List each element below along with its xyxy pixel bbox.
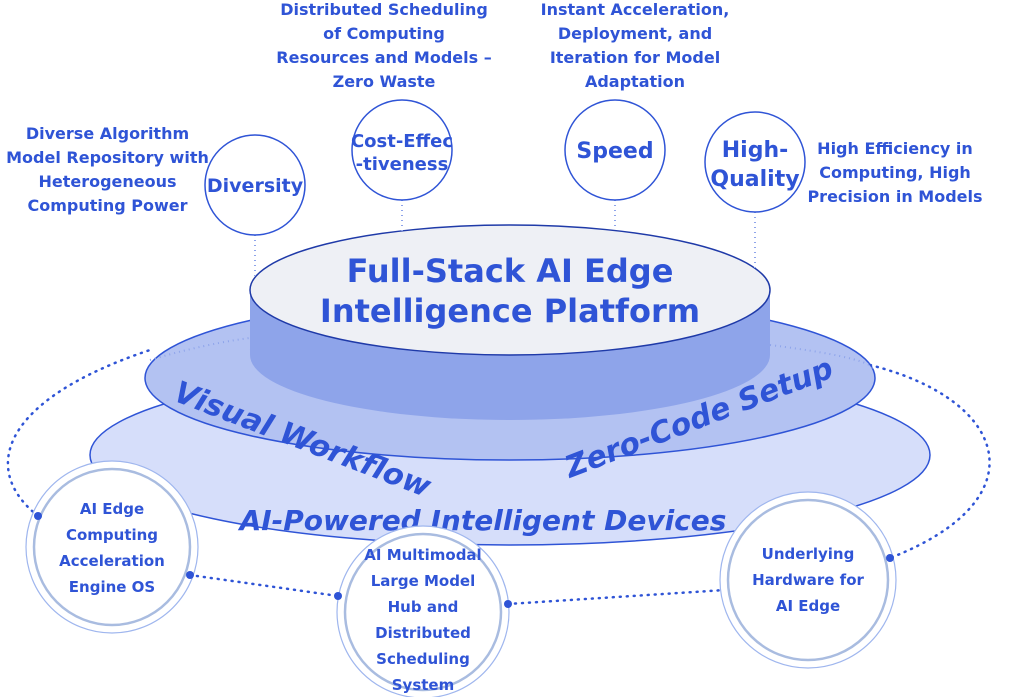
high-quality-description: High Efficiency in Computing, High Preci… <box>807 139 983 206</box>
cost-effectiveness-circle <box>351 99 453 201</box>
high-quality-label-line2: Quality <box>710 167 799 192</box>
foundation-engine-os: AI Edge Computing Acceleration Engine OS <box>59 499 165 596</box>
ai-powered-devices-label: AI-Powered Intelligent Devices <box>238 504 727 537</box>
diversity-circle <box>204 134 306 236</box>
cost-effectiveness-description: Distributed Scheduling of Computing Reso… <box>276 0 492 91</box>
speed-label: Speed <box>576 139 653 164</box>
diversity-label: Diversity <box>207 175 304 197</box>
connector-dots <box>34 512 894 608</box>
dotted-ring <box>149 335 873 371</box>
platform-title-line1: Full-Stack AI Edge <box>347 252 674 290</box>
high-quality-label-line1: High- <box>722 138 789 163</box>
diversity-description: Diverse Algorithm Model Repository with … <box>6 124 209 215</box>
cost-effectiveness-label-line2: -tiveness <box>356 154 449 175</box>
feature-connectors <box>254 200 756 280</box>
foundation-circles <box>25 460 897 697</box>
speed-description: Instant Acceleration, Deployment, and It… <box>540 0 730 91</box>
speed-circle <box>564 99 666 201</box>
cylinder-top <box>249 224 771 356</box>
cost-effectiveness-label-line1: Cost-Effec <box>351 131 453 152</box>
high-quality-circle <box>704 111 806 213</box>
foundation-model-hub: AI Multimodal Large Model Hub and Distri… <box>364 546 482 694</box>
orbit-dotted-line <box>6 348 991 606</box>
platform-title-line2: Intelligence Platform <box>320 292 700 330</box>
foundation-hardware: Underlying Hardware for AI Edge <box>752 545 864 615</box>
